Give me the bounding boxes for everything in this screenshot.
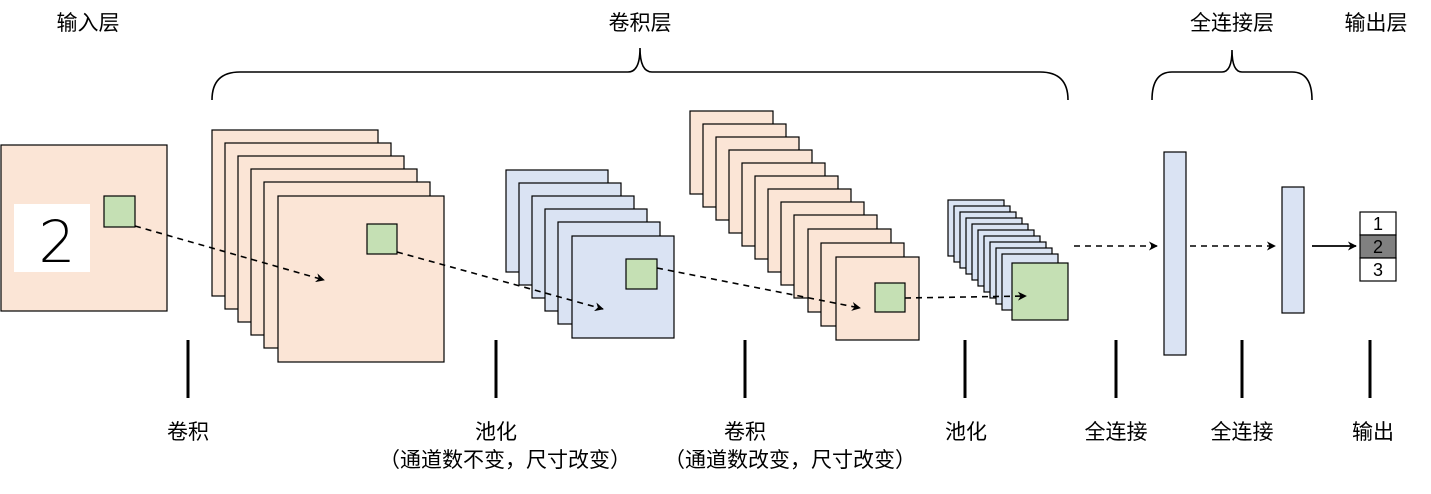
- label-conv1: 卷积: [167, 420, 209, 444]
- label-output: 输出: [1352, 420, 1394, 444]
- output-layer-header: 输出层: [1345, 11, 1408, 35]
- output-cell-2-label: 2: [1373, 237, 1383, 257]
- output-vector: [1359, 211, 1397, 282]
- input-layer-header: 输入层: [57, 11, 120, 35]
- fc1-bar: [1163, 151, 1187, 356]
- conv1-map: [277, 195, 445, 363]
- label-conv2: 卷积: [724, 420, 766, 444]
- conv2-feature-maps: [689, 110, 920, 341]
- label-fc2: 全连接: [1211, 420, 1274, 444]
- conv1-feature-maps: [211, 129, 445, 363]
- conv1-kernel: [366, 223, 398, 255]
- pool1-map: [571, 235, 675, 339]
- output-cell-3: [1359, 257, 1397, 282]
- conv-layer-brace: [211, 47, 1069, 101]
- input-digit: 2: [39, 208, 76, 276]
- label-fc1: 全连接: [1085, 420, 1148, 444]
- arrow-conv1-to-pool1: [396, 251, 604, 312]
- label-pool1: 池化: [475, 420, 517, 444]
- arrow-pool1-to-conv2: [656, 267, 861, 311]
- input-digit-box: [14, 204, 90, 272]
- label-pool2: 池化: [945, 420, 987, 444]
- label-pool1-note: （通道数不变，尺寸改变）: [379, 448, 631, 472]
- label-conv2-note: （通道数改变，尺寸改变）: [664, 448, 916, 472]
- conv-layer-header: 卷积层: [609, 11, 672, 35]
- output-cell-1-label: 1: [1373, 214, 1383, 234]
- pool1-maps: [505, 169, 675, 339]
- fc-layer-brace: [1151, 49, 1313, 101]
- pool1-kernel: [625, 258, 658, 290]
- fc2-bar: [1281, 186, 1305, 314]
- output-cell-3-label: 3: [1373, 260, 1383, 280]
- input-kernel: [103, 195, 136, 228]
- arrow-conv2-to-pool2: [904, 291, 1027, 301]
- fc-layer-header: 全连接层: [1190, 11, 1274, 35]
- conv2-kernel: [874, 282, 906, 313]
- pool2-output-map: [1011, 262, 1069, 321]
